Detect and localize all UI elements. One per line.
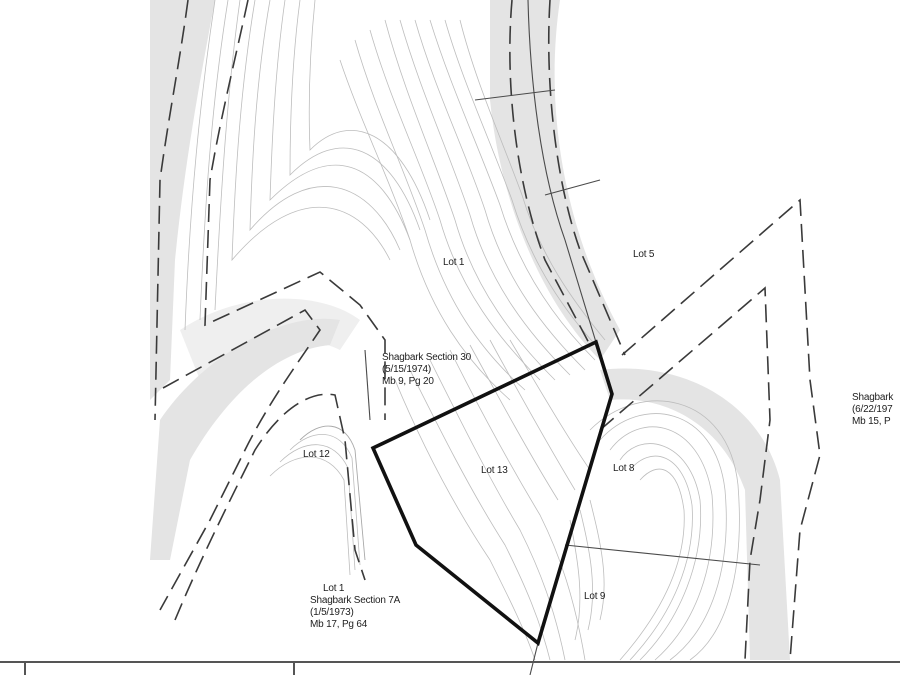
section-7a-book-page: Mb 17, Pg 64 xyxy=(310,619,368,630)
lot-12-label: Lot 12 xyxy=(303,449,330,460)
lot-9-label: Lot 9 xyxy=(584,591,606,602)
shagbark-section-30-label: Shagbark Section 30 (5/15/1974) Mb 9, Pg… xyxy=(382,352,471,388)
right-section-date: (6/22/197 xyxy=(852,404,893,415)
lot-8-label: Lot 8 xyxy=(613,463,635,474)
lot-13-label: Lot 13 xyxy=(481,465,508,476)
lot-5-label: Lot 5 xyxy=(633,249,655,260)
terrain-shading xyxy=(150,0,790,660)
section-30-book-page: Mb 9, Pg 20 xyxy=(382,376,434,387)
lot-lines xyxy=(364,0,761,675)
section-30-date: (5/15/1974) xyxy=(382,364,431,375)
sheet-border-tick xyxy=(293,661,295,675)
shagbark-right-edge-label: Shagbark (6/22/197 Mb 15, P xyxy=(852,392,893,428)
right-section-name: Shagbark xyxy=(852,392,894,403)
sheet-border-bottom xyxy=(0,661,900,663)
shagbark-section-7a-label: Lot 1 Shagbark Section 7A (1/5/1973) Mb … xyxy=(310,583,400,631)
right-of-way-lines xyxy=(154,0,821,661)
section-30-name: Shagbark Section 30 xyxy=(382,352,472,363)
lot-1-label: Lot 1 xyxy=(443,257,465,268)
right-section-book-page: Mb 15, P xyxy=(852,416,891,427)
contour-lines xyxy=(184,0,740,661)
lot-13-boundary[interactable] xyxy=(370,339,614,647)
section-7a-lot: Lot 1 xyxy=(323,583,345,594)
sheet-border-tick xyxy=(24,661,26,675)
section-7a-name: Shagbark Section 7A xyxy=(310,595,401,606)
section-7a-date: (1/5/1973) xyxy=(310,607,354,618)
